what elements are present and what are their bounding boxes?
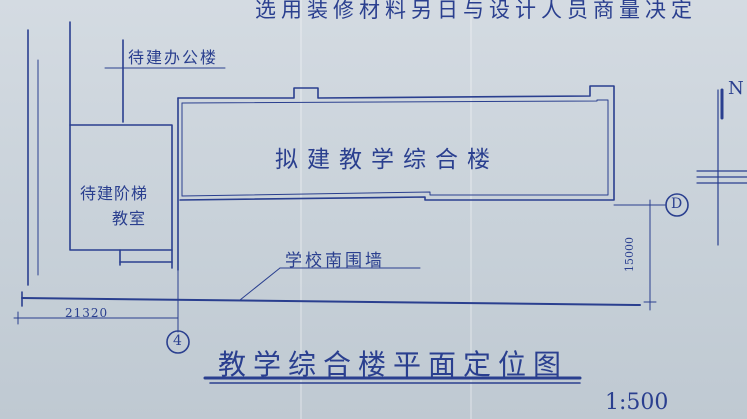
drawing-title: 教学综合楼平面定位图 <box>218 348 569 381</box>
north-label: N <box>728 78 744 99</box>
office-building-label: 待建办公楼 <box>128 48 219 67</box>
axis-label-4: 4 <box>173 333 182 349</box>
south-wall-label: 学校南围墙 <box>285 251 385 271</box>
axis-label-d: D <box>671 196 683 212</box>
main-building-label: 拟建教学综合楼 <box>275 147 499 173</box>
classroom-label: 教室 <box>112 209 147 228</box>
paper-fold-line <box>470 0 472 419</box>
main-building-outline <box>177 85 615 201</box>
paper-fold-line <box>300 0 302 419</box>
dimension-vertical-label: 15000 <box>623 237 636 272</box>
main-building-outline <box>181 99 609 197</box>
south-wall-line <box>21 297 641 306</box>
axis-bubble-d <box>665 193 689 217</box>
wall-label-leader <box>239 267 281 301</box>
top-note: 选用装修材料另日与设计人员商量决定 <box>255 0 697 22</box>
dimension-horizontal-label: 21320 <box>65 306 109 320</box>
drawing-scale: 1:500 <box>605 390 669 415</box>
axis-bubble-4 <box>166 330 190 354</box>
classroom-label: 待建阶梯 <box>80 184 149 203</box>
